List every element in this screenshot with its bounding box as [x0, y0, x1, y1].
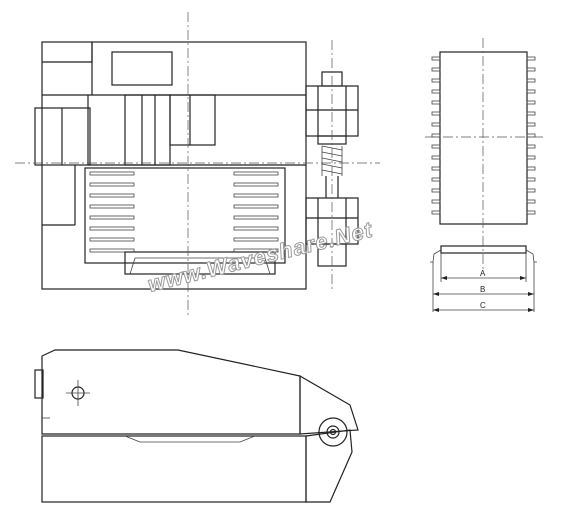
dimension-b-label: B	[480, 285, 485, 294]
left-contact-fingers	[89, 171, 135, 253]
top-window	[111, 51, 173, 86]
socket-lid	[41, 349, 301, 435]
lid-tab	[34, 369, 44, 399]
ejector-slot	[124, 251, 276, 275]
ic-right-pins	[526, 56, 536, 215]
hinge-knuckle	[305, 429, 353, 503]
dimension-a: A	[441, 269, 526, 280]
hinge-arm	[299, 374, 359, 435]
ic-side-view: A B C	[430, 245, 537, 312]
ic-top-view	[425, 38, 545, 270]
dimension-c: C	[433, 301, 534, 312]
hinge-pin	[318, 417, 348, 447]
socket-side-view	[34, 349, 359, 503]
dimension-c-label: C	[480, 301, 486, 310]
right-contact-fingers	[233, 171, 279, 253]
ic-left-pins	[431, 56, 441, 215]
ic-side-body	[440, 245, 527, 254]
socket-base	[41, 435, 307, 503]
hinge-upper-block	[305, 85, 359, 137]
lid-screw-mark	[66, 380, 90, 406]
ic-body-outline	[439, 51, 528, 225]
socket-top-view	[15, 12, 380, 318]
contact-cavity	[84, 167, 286, 264]
dimension-b: B	[433, 285, 534, 296]
dimension-a-label: A	[480, 269, 486, 278]
watermark: www.Waveshare.Net	[145, 217, 376, 297]
